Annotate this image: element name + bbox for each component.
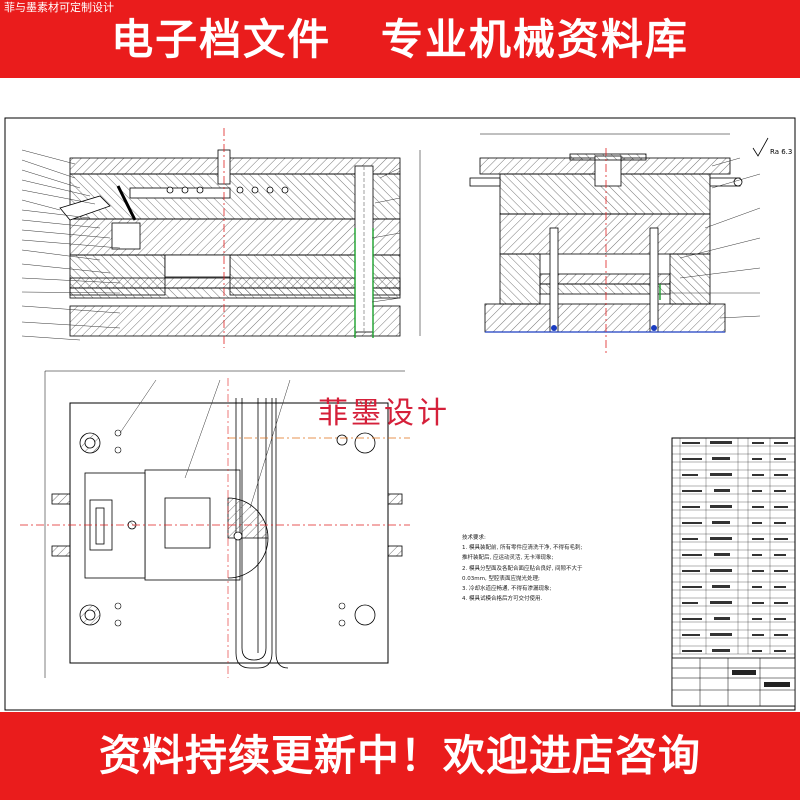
note-line: 1. 模具装配前, 所有零件应清洗干净, 不得有毛刺; bbox=[462, 545, 583, 552]
plan-view bbox=[20, 370, 410, 678]
top-banner: 菲与墨素材可定制设计 电子档文件 专业机械资料库 bbox=[0, 0, 800, 78]
note-line: 0.03mm, 型腔表面应抛光处理; bbox=[462, 575, 540, 582]
bom-table bbox=[671, 437, 796, 707]
banner-watermark-text: 菲与墨素材可定制设计 bbox=[4, 1, 114, 14]
banner-title: 电子档文件 专业机械资料库 bbox=[111, 15, 689, 64]
technical-notes: 技术要求: 1. 模具装配前, 所有零件应清洗干净, 不得有毛刺; 推杆装配后,… bbox=[462, 533, 638, 604]
roughness-value: Ra 6.3 bbox=[770, 148, 792, 156]
side-section-view bbox=[469, 133, 761, 353]
front-section-view bbox=[21, 128, 421, 348]
note-line: 2. 模具分型面及各配合面应贴合良好, 间隙不大于 bbox=[462, 565, 583, 572]
bottom-banner: 资料持续更新中！欢迎进店咨询 bbox=[0, 712, 800, 800]
note-line: 3. 冷却水道应畅通, 不得有渗漏现象; bbox=[462, 586, 552, 593]
mold-assembly-drawing: Ra 6.3 bbox=[4, 117, 796, 711]
roughness-symbol bbox=[752, 137, 769, 157]
note-line: 4. 模具试模合格后方可交付使用. bbox=[462, 596, 543, 603]
designer-watermark: 菲墨设计 bbox=[318, 396, 450, 431]
note-line: 推杆装配后, 应运动灵活, 无卡滞现象; bbox=[462, 555, 554, 562]
drawing-frame bbox=[4, 117, 796, 711]
note-line: 技术要求: bbox=[462, 535, 486, 541]
promo-title: 资料持续更新中！欢迎进店咨询 bbox=[98, 731, 701, 780]
